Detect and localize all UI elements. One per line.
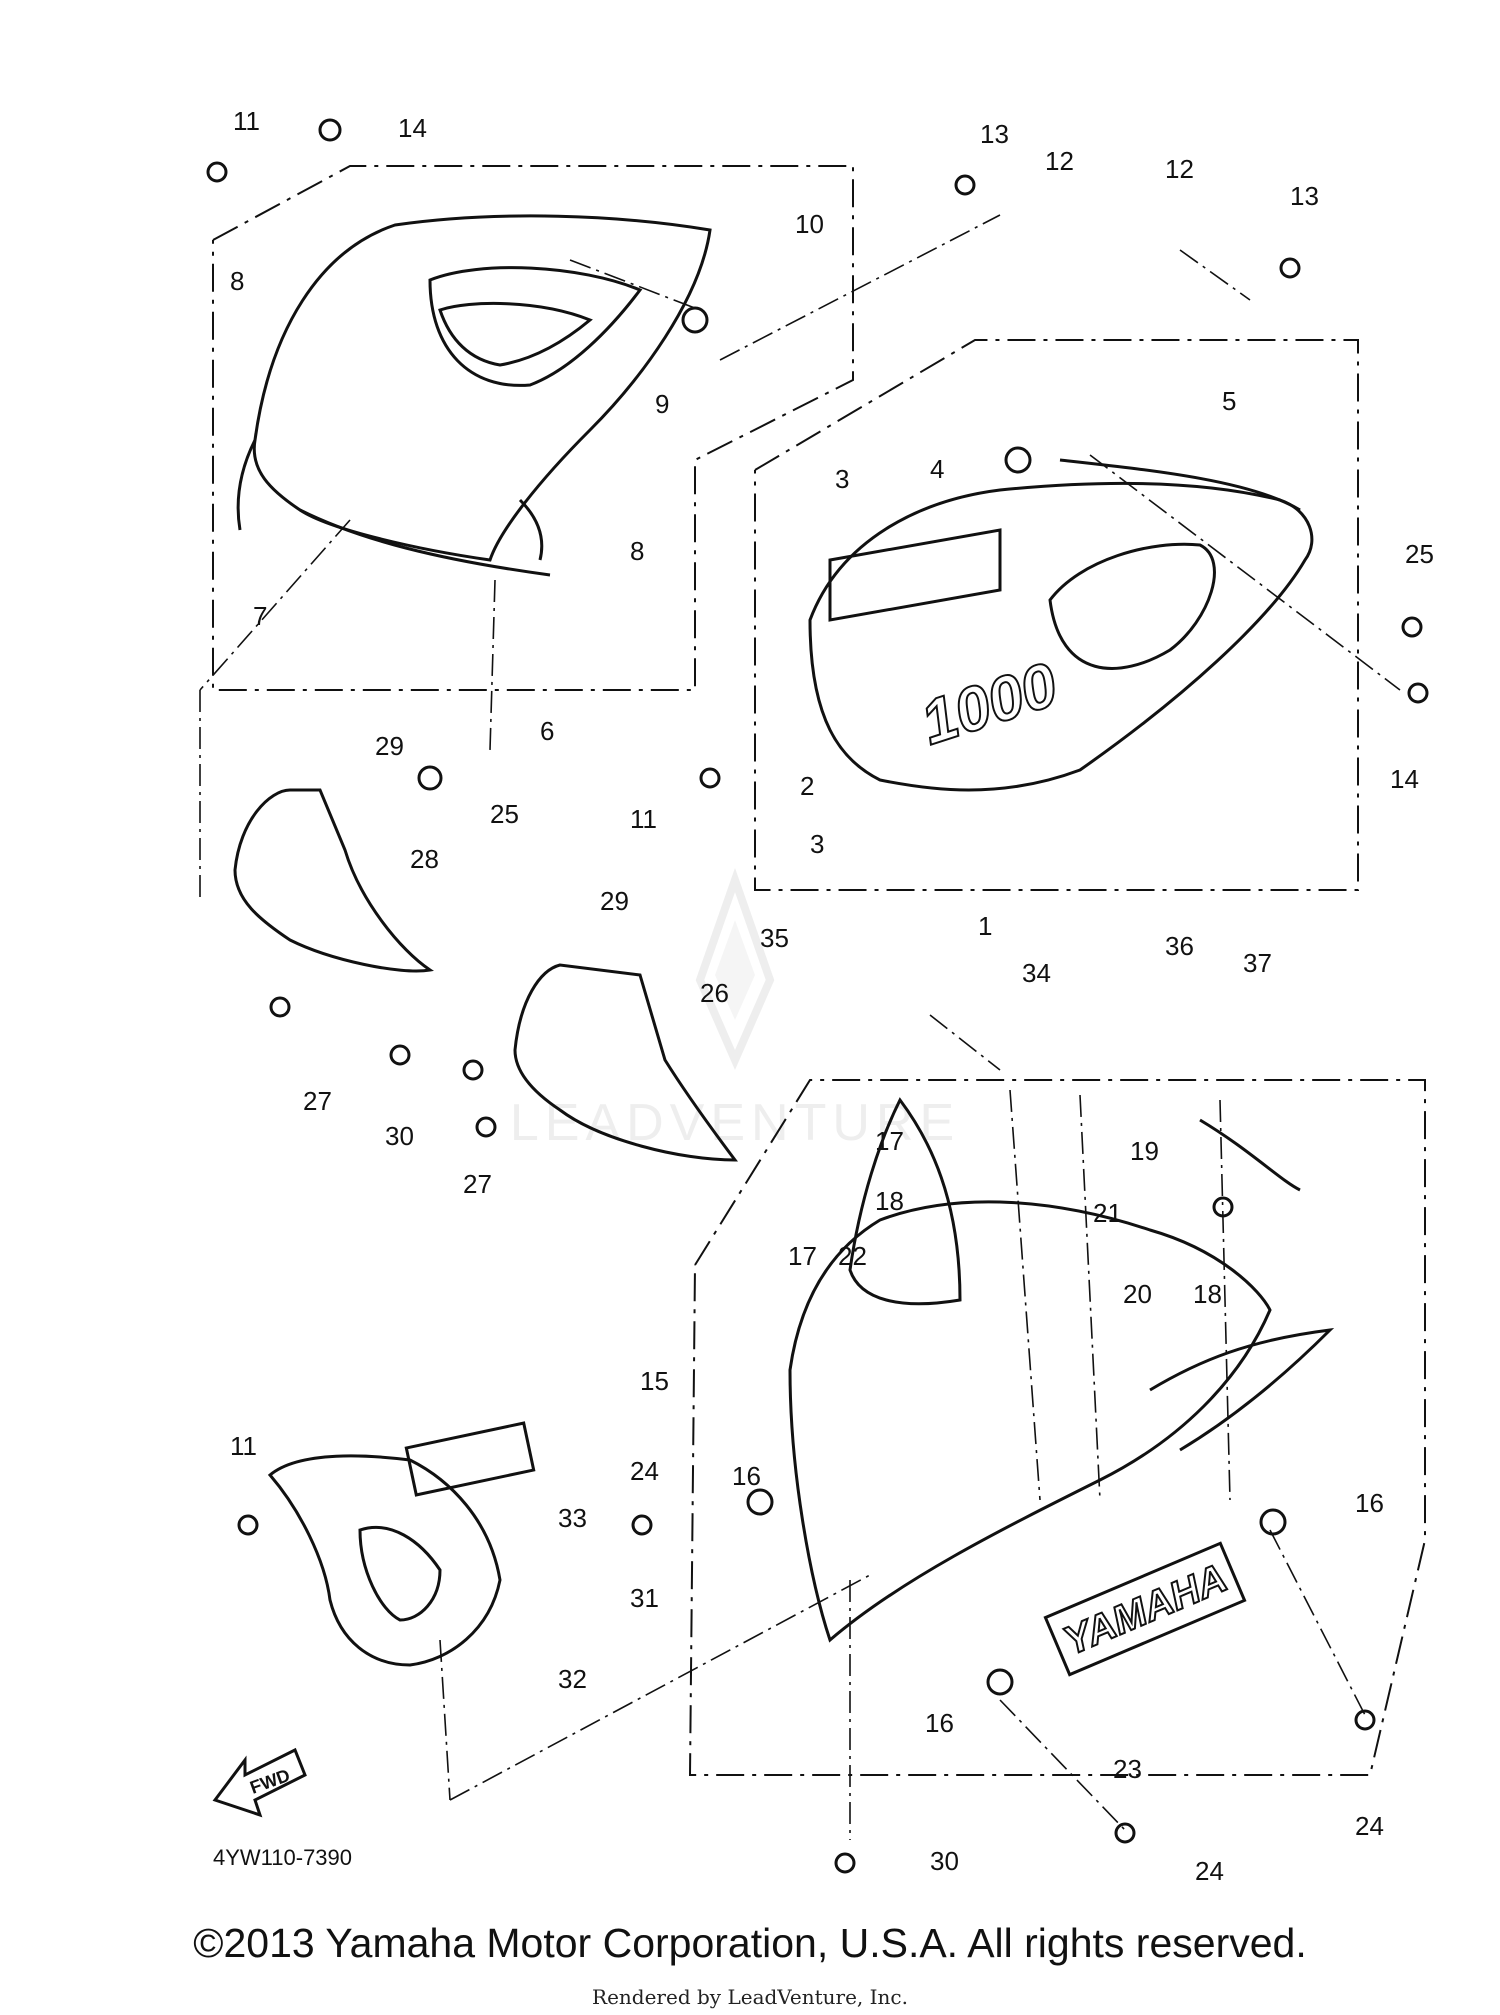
callout-30: 30 — [930, 1846, 959, 1876]
callout-22: 22 — [838, 1241, 867, 1271]
callout-4: 4 — [930, 454, 944, 484]
callout-25: 25 — [490, 799, 519, 829]
watermark-logo — [695, 867, 775, 1070]
callout-2: 2 — [800, 771, 814, 801]
callout-1: 1 — [978, 911, 992, 941]
callout-34: 34 — [1022, 958, 1051, 988]
upper-cowling-part — [236, 214, 712, 577]
duct-panel-31 — [267, 1454, 502, 1667]
diagram-code: 4YW110-7390 — [213, 1845, 353, 1870]
callout-20: 20 — [1123, 1279, 1152, 1309]
callout-8: 8 — [630, 536, 644, 566]
callout-24: 24 — [630, 1456, 659, 1486]
callout-12: 12 — [1165, 154, 1194, 184]
callout-16: 16 — [1355, 1488, 1384, 1518]
rendered-by-text: Rendered by LeadVenture, Inc. — [592, 1985, 908, 2009]
callout-7: 7 — [253, 601, 267, 631]
yamaha-emblem: YAMAHA — [1043, 1541, 1247, 1677]
callout-17: 17 — [788, 1241, 817, 1271]
callout-37: 37 — [1243, 948, 1272, 978]
callout-15: 15 — [640, 1366, 669, 1396]
callout-19: 19 — [1130, 1136, 1159, 1166]
emblem-text: YAMAHA — [1057, 1556, 1233, 1664]
callout-6: 6 — [540, 716, 554, 746]
callout-35: 35 — [760, 923, 789, 953]
callout-18: 18 — [1193, 1279, 1222, 1309]
callout-24: 24 — [1195, 1856, 1224, 1886]
callout-18: 18 — [875, 1186, 904, 1216]
callout-29: 29 — [600, 886, 629, 916]
callout-21: 21 — [1093, 1198, 1122, 1228]
fasteners — [206, 118, 1429, 1874]
callout-3: 3 — [835, 464, 849, 494]
callout-9: 9 — [655, 389, 669, 419]
callout-17: 17 — [875, 1126, 904, 1156]
callout-31: 31 — [630, 1583, 659, 1613]
inner-panel-28 — [233, 788, 434, 973]
callout-5: 5 — [1222, 386, 1236, 416]
copyright-text: ©2013 Yamaha Motor Corporation, U.S.A. A… — [193, 1920, 1307, 1966]
callout-3: 3 — [810, 829, 824, 859]
fwd-arrow-icon: FWD — [212, 1747, 307, 1818]
callout-23: 23 — [1113, 1754, 1142, 1784]
callout-16: 16 — [925, 1708, 954, 1738]
callout-24: 24 — [1355, 1811, 1384, 1841]
strip-33 — [404, 1421, 536, 1497]
callout-13: 13 — [1290, 181, 1319, 211]
callout-30: 30 — [385, 1121, 414, 1151]
callout-36: 36 — [1165, 931, 1194, 961]
callout-12: 12 — [1045, 146, 1074, 176]
callout-33: 33 — [558, 1503, 587, 1533]
callout-25: 25 — [1405, 539, 1434, 569]
callout-16: 16 — [732, 1461, 761, 1491]
callout-11: 11 — [230, 1431, 257, 1461]
callout-32: 32 — [558, 1664, 587, 1694]
callout-14: 14 — [398, 113, 427, 143]
callout-27: 27 — [463, 1169, 492, 1199]
callout-11: 11 — [233, 106, 260, 136]
callout-28: 28 — [410, 844, 439, 874]
callout-13: 13 — [980, 119, 1009, 149]
callout-14: 14 — [1390, 764, 1419, 794]
callout-11: 11 — [630, 804, 657, 834]
inner-panel-26 — [513, 963, 739, 1162]
callout-26: 26 — [700, 978, 729, 1008]
callouts: 1 2 3 3 4 5 6 7 8 8 9 10 11 11 11 12 12 … — [230, 106, 1434, 1886]
callout-27: 27 — [303, 1086, 332, 1116]
group-box-1 — [754, 339, 1359, 891]
group-box-15 — [688, 1079, 1426, 1776]
callout-29: 29 — [375, 731, 404, 761]
callout-8: 8 — [230, 266, 244, 296]
group-box-6 — [212, 165, 854, 691]
callout-10: 10 — [795, 209, 824, 239]
leader-lines — [199, 214, 1401, 1840]
model-badge: 1000 — [913, 650, 1066, 758]
side-fairing-part — [808, 458, 1314, 792]
lower-cowling-part — [788, 1097, 1335, 1643]
